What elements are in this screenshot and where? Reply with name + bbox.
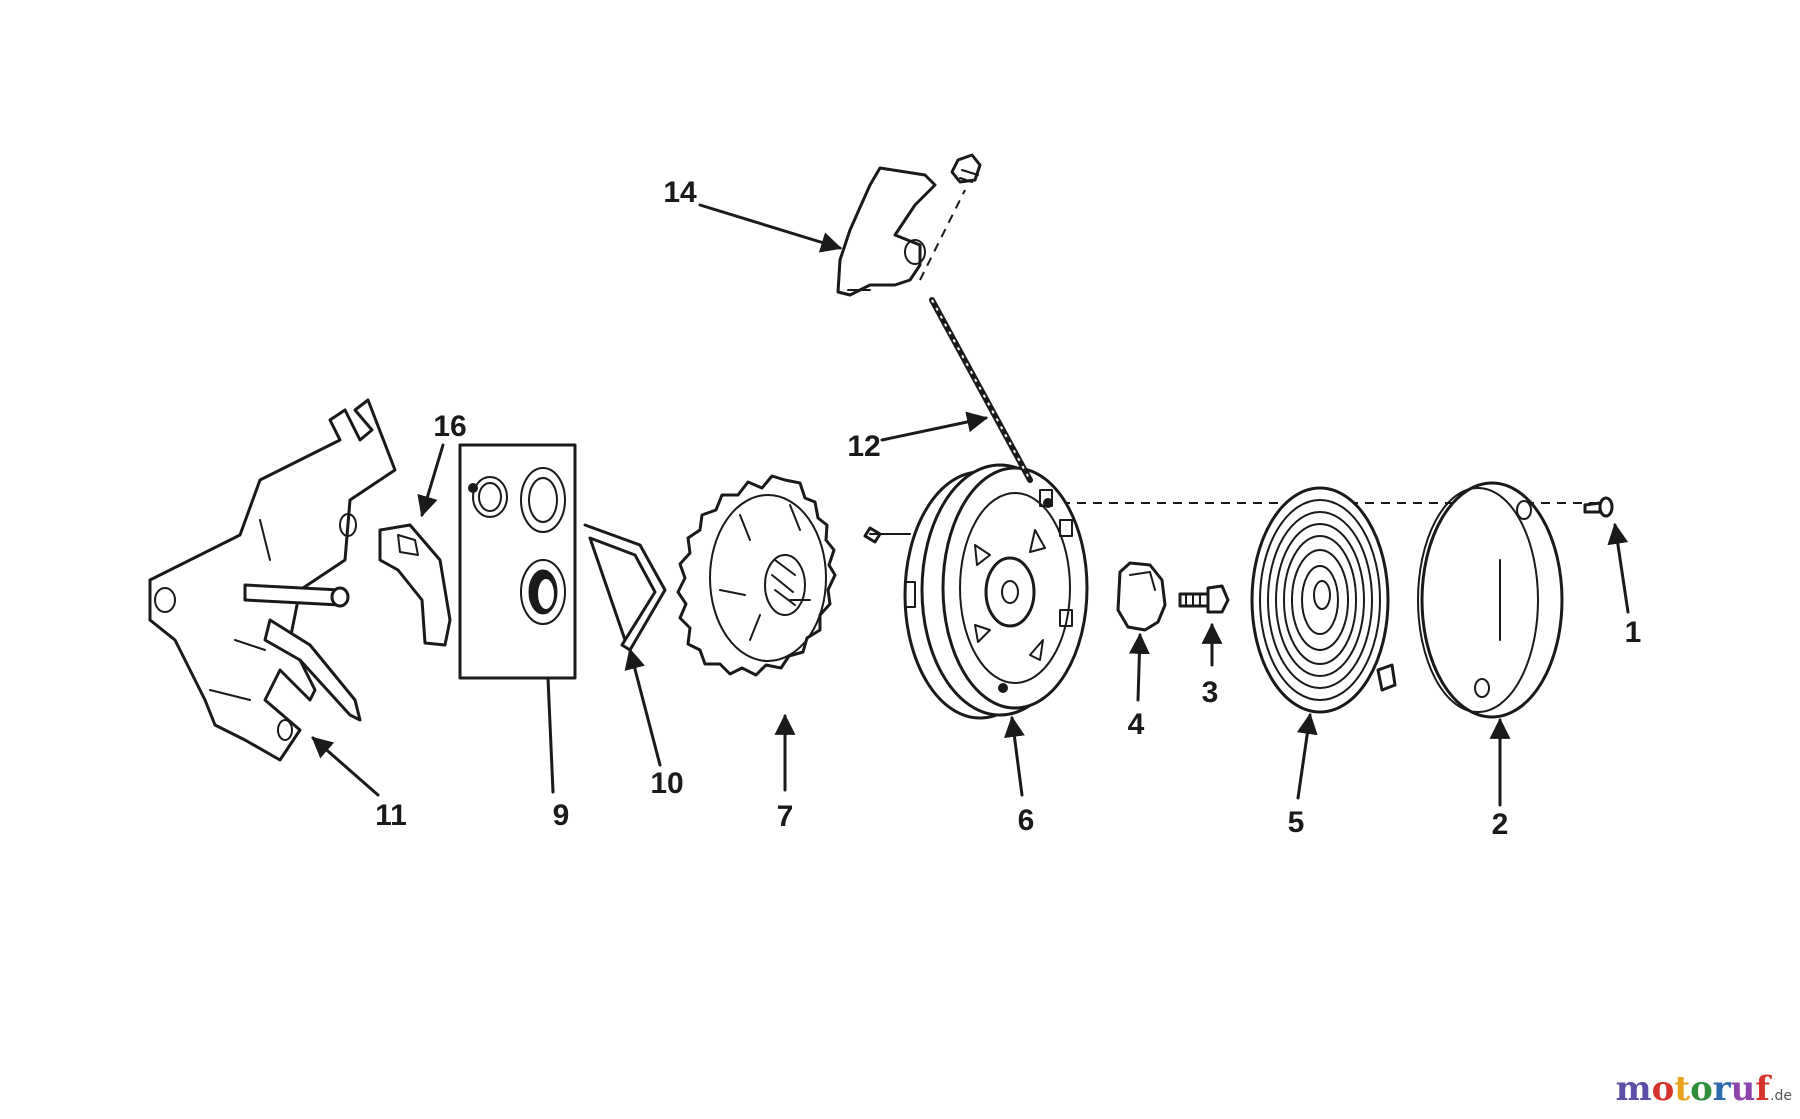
leader-16	[417, 443, 445, 518]
part-4-cam	[1116, 561, 1167, 632]
leader-12	[880, 411, 989, 442]
part-10-spring	[583, 523, 667, 652]
handle-axis-line	[919, 189, 966, 281]
leader-9	[546, 676, 555, 794]
part-14-handle	[836, 153, 982, 297]
callout-9: 9	[553, 799, 570, 832]
part-16-lever	[378, 523, 452, 647]
leader-4	[1128, 632, 1150, 702]
part-2-cover	[1417, 481, 1564, 719]
part-12-rope	[929, 297, 1033, 483]
part-7-gear	[676, 474, 837, 677]
part-5-spring	[1250, 486, 1397, 714]
leader-10	[624, 647, 662, 767]
leader-6	[1004, 715, 1025, 797]
callout-12: 12	[847, 430, 880, 463]
callout-11: 11	[375, 799, 407, 832]
callout-4: 4	[1128, 708, 1145, 741]
part-9-kit-card	[458, 443, 577, 680]
callout-14: 14	[663, 176, 697, 209]
callout-16: 16	[433, 410, 466, 443]
callout-7: 7	[777, 800, 794, 833]
part-1-screw	[1583, 496, 1614, 518]
callout-6: 6	[1018, 804, 1035, 837]
callout-2: 2	[1492, 808, 1509, 841]
callout-5: 5	[1288, 806, 1305, 839]
callout-1: 1	[1625, 616, 1642, 649]
leader-14	[698, 203, 843, 253]
leader-5	[1296, 712, 1318, 800]
part-3-screw	[1178, 584, 1230, 614]
callout-10: 10	[650, 767, 683, 800]
callout-3: 3	[1202, 676, 1219, 709]
part-11-bracket	[148, 398, 397, 762]
watermark-logo: motoruf.de	[1615, 1069, 1792, 1109]
leader-11	[311, 736, 380, 797]
part-6-pulley	[863, 463, 1089, 720]
leader-1	[1607, 522, 1630, 614]
